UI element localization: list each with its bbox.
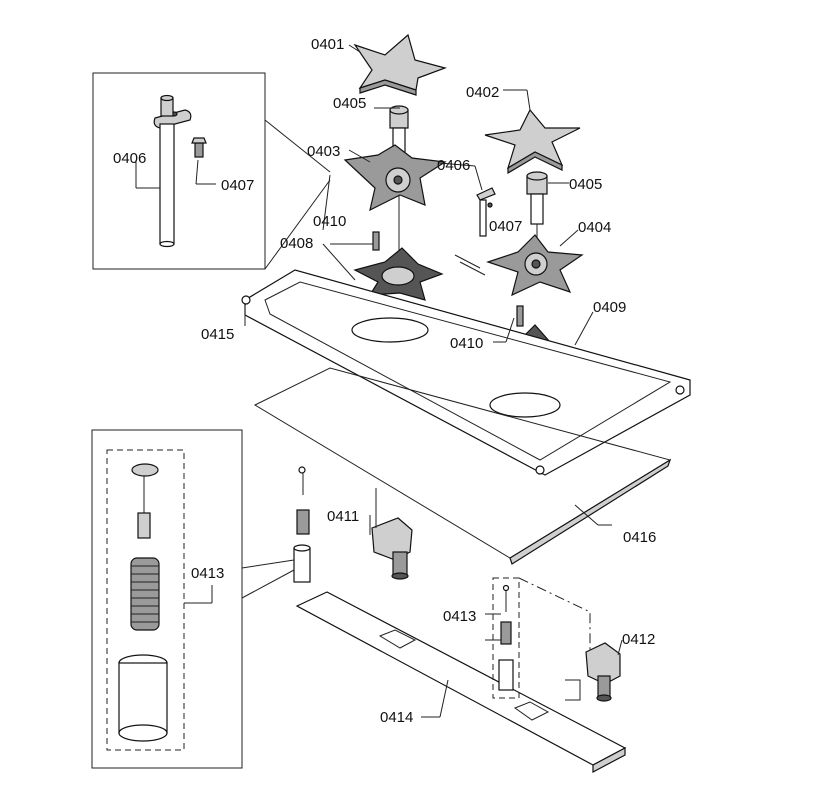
label-0406-right: 0406: [437, 157, 470, 174]
label-0413-right: 0413: [443, 608, 476, 625]
valve-rail: [295, 591, 627, 773]
burner-base-left: [353, 231, 444, 301]
label-0406-detail: 0406: [113, 150, 146, 167]
callout-labels: 0401 0402 0403 0404 0405 0405 0406 0406 …: [113, 36, 656, 726]
label-0401: 0401: [311, 36, 344, 53]
label-0409: 0409: [593, 299, 626, 316]
label-0412: 0412: [622, 631, 655, 648]
label-0407-detail: 0407: [221, 177, 254, 194]
sleeve: [118, 654, 168, 742]
label-0407-right: 0407: [489, 218, 522, 235]
label-0410-left: 0410: [313, 213, 346, 230]
label-0404: 0404: [578, 219, 611, 236]
label-0415: 0415: [201, 326, 234, 343]
flame-spreader-left: [343, 144, 447, 212]
leader-lines: [244, 107, 623, 718]
label-0405-right: 0405: [569, 176, 602, 193]
injector-pin-right: [526, 171, 548, 245]
coil-spring: [130, 557, 160, 631]
label-0414: 0414: [380, 709, 413, 726]
label-0413-detail: 0413: [191, 565, 224, 582]
label-0408: 0408: [280, 235, 313, 252]
thermocouple-rod: [153, 94, 192, 248]
detail-box-ignition: [91, 429, 295, 769]
detail-box-thermocouple: [92, 72, 331, 270]
burner-cap-large: [348, 33, 447, 96]
ignition-spring-mid: [293, 466, 311, 583]
label-0410-right: 0410: [450, 335, 483, 352]
ignition-assembly-right: [485, 577, 591, 699]
hob-top-panel: [241, 254, 691, 476]
screw-small: [191, 137, 207, 158]
burner-cap-small: [484, 89, 581, 175]
label-0411: 0411: [327, 508, 359, 525]
flame-spreader-right: [486, 234, 584, 297]
ignition-electrode: [131, 463, 159, 539]
thermocouple-rod-right: [476, 187, 496, 237]
label-0402: 0402: [466, 84, 499, 101]
seal-gasket: [253, 367, 672, 565]
gas-valve-left: [371, 488, 413, 580]
gas-valve-right: [565, 642, 621, 702]
label-0416: 0416: [623, 529, 656, 546]
label-0405-left: 0405: [333, 95, 366, 112]
label-0403: 0403: [307, 143, 340, 160]
